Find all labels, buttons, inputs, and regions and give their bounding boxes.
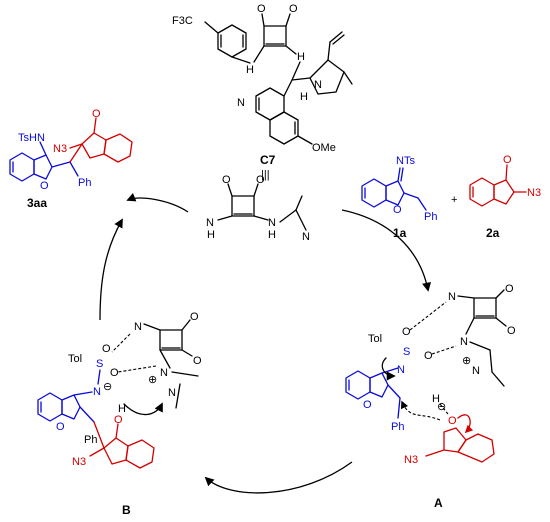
intermediate-a-ph: Ph xyxy=(391,421,404,433)
intermediate-b-structure: O O N N N ⊕ Tol S O O N ⊖ H O Ph O xyxy=(37,311,202,517)
arrow-substrate-binding xyxy=(341,209,432,292)
intermediate-a-s: S xyxy=(403,346,410,358)
reagent-2a-label: 2a xyxy=(486,226,500,240)
catalyst-label-c7: C7 xyxy=(260,153,276,167)
reagent-2a-o: O xyxy=(503,154,512,166)
core-n3: N xyxy=(302,231,310,243)
intermediate-b-furan-o: O xyxy=(56,421,65,433)
intermediate-a-cat-o2: O xyxy=(507,325,516,337)
equivalence-marker: ||| xyxy=(261,169,270,181)
intermediate-a-so-o1: O xyxy=(402,326,411,338)
product-3aa-structure: O TsHN Ph O N3 3aa xyxy=(9,108,133,210)
intermediate-b-cat-o1: O xyxy=(190,311,199,323)
intermediate-b-n3: N3 xyxy=(72,456,86,468)
intermediate-b-s: S xyxy=(96,358,103,370)
catalyst-carbonyl-o1: O xyxy=(257,3,266,15)
intermediate-b-h: H xyxy=(118,403,126,415)
arrow-mannich-addition xyxy=(204,461,353,494)
intermediate-a-structure: O O N N N ⊕ Tol S O O O N Ph H ⊖ O N xyxy=(345,283,516,510)
reagent-1a-ph: Ph xyxy=(424,211,437,223)
core-h2: H xyxy=(268,229,276,241)
intermediate-a-n1: N xyxy=(448,291,456,303)
product-tshn: TsHN xyxy=(18,132,45,144)
cf3-group-label: F3C xyxy=(172,15,193,27)
core-o1: O xyxy=(222,174,231,186)
intermediate-a-plus: ⊕ xyxy=(462,355,471,367)
intermediate-b-ketone-o: O xyxy=(114,414,123,426)
intermediate-a-cat-o1: O xyxy=(505,283,514,295)
intermediate-a-label: A xyxy=(434,496,443,510)
arrow-proton-transfer xyxy=(99,218,123,321)
intermediate-a-minus: ⊖ xyxy=(437,401,446,413)
reagent-2a-n3: N3 xyxy=(527,187,541,199)
intermediate-b-ammonium-n: N xyxy=(168,387,176,399)
product-furan-o: O xyxy=(40,180,49,192)
product-n3: N3 xyxy=(53,143,67,155)
intermediate-b-ph: Ph xyxy=(84,434,97,446)
intermediate-a-h: H xyxy=(432,393,440,405)
intermediate-b-n2: N xyxy=(160,367,168,379)
catalyst-ch-h: H xyxy=(300,91,308,103)
quinoline-n-label: N xyxy=(237,97,245,109)
core-o2: O xyxy=(256,174,265,186)
intermediate-a-tol: Tol xyxy=(368,333,382,345)
reagent-1a-nts: NTs xyxy=(396,155,415,167)
intermediate-b-label: B xyxy=(122,503,131,517)
intermediate-b-n1: N xyxy=(134,321,142,333)
intermediate-b-n: N xyxy=(93,386,101,398)
core-h1: H xyxy=(207,229,215,241)
intermediate-b-plus: ⊕ xyxy=(148,374,157,386)
product-ph: Ph xyxy=(78,177,91,189)
plus-sign: + xyxy=(451,194,457,206)
catalyst-carbonyl-o2: O xyxy=(289,3,298,15)
intermediate-a-n3: N3 xyxy=(404,454,418,466)
intermediate-b-cat-o2: O xyxy=(193,355,202,367)
arrow-product-release xyxy=(126,193,189,213)
core-n1: N xyxy=(206,217,214,229)
intermediate-a-n: N xyxy=(397,364,405,376)
intermediate-b-tol: Tol xyxy=(68,353,82,365)
catalyst-nh-left-h: H xyxy=(246,64,254,76)
intermediate-b-so-o2: O xyxy=(110,367,119,379)
catalyst-c7-structure: F3C H O O H N H N OMe C7 xyxy=(172,3,353,167)
reagent-1a-o: O xyxy=(393,204,402,216)
intermediate-b-minus: ⊖ xyxy=(103,381,112,393)
quinuclidine-n-label: N xyxy=(314,79,322,91)
intermediate-b-so-o1: O xyxy=(102,343,111,355)
catalyst-nh-right-h: H xyxy=(297,51,305,63)
product-o: O xyxy=(92,108,101,120)
intermediate-a-furan-o: O xyxy=(363,399,372,411)
intermediate-a-ammonium-n: N xyxy=(472,365,480,377)
core-n2: N xyxy=(268,217,276,229)
intermediate-a-n2: N xyxy=(460,336,468,348)
intermediate-a-so-o2: O xyxy=(424,350,433,362)
catalyst-core-structure: O O N H N H N xyxy=(206,174,310,243)
methoxy-group-label: OMe xyxy=(312,142,336,154)
product-label-3aa: 3aa xyxy=(27,196,47,210)
reagent-1a-structure: NTs O Ph 1a xyxy=(361,155,437,240)
intermediate-a-enolate-o: O xyxy=(448,415,457,427)
reagent-2a-structure: O N3 2a xyxy=(469,154,541,240)
reagent-1a-label: 1a xyxy=(393,226,407,240)
